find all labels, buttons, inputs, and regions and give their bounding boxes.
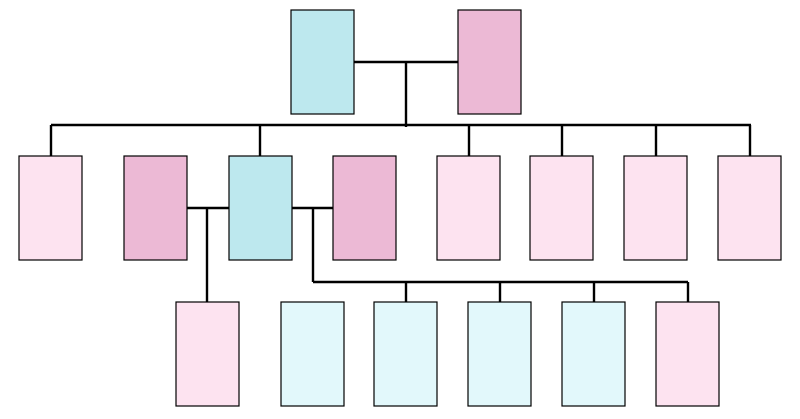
- person-box-child-3-spouse: [332, 155, 397, 261]
- person-box-grandchild-1: [175, 301, 240, 407]
- person-box-child-2-spouse: [123, 155, 188, 261]
- person-box-grandchild-5: [561, 301, 626, 407]
- person-box-grandchild-6: [655, 301, 720, 407]
- person-box-grandfather: [290, 9, 355, 115]
- person-box-child-7: [717, 155, 782, 261]
- person-box-child-6: [623, 155, 688, 261]
- person-box-child-3: [228, 155, 293, 261]
- person-box-child-1: [18, 155, 83, 261]
- person-box-child-5: [529, 155, 594, 261]
- person-box-grandchild-2: [280, 301, 345, 407]
- person-box-grandmother: [457, 9, 522, 115]
- person-box-grandchild-4: [467, 301, 532, 407]
- person-box-child-4: [436, 155, 501, 261]
- person-box-grandchild-3: [373, 301, 438, 407]
